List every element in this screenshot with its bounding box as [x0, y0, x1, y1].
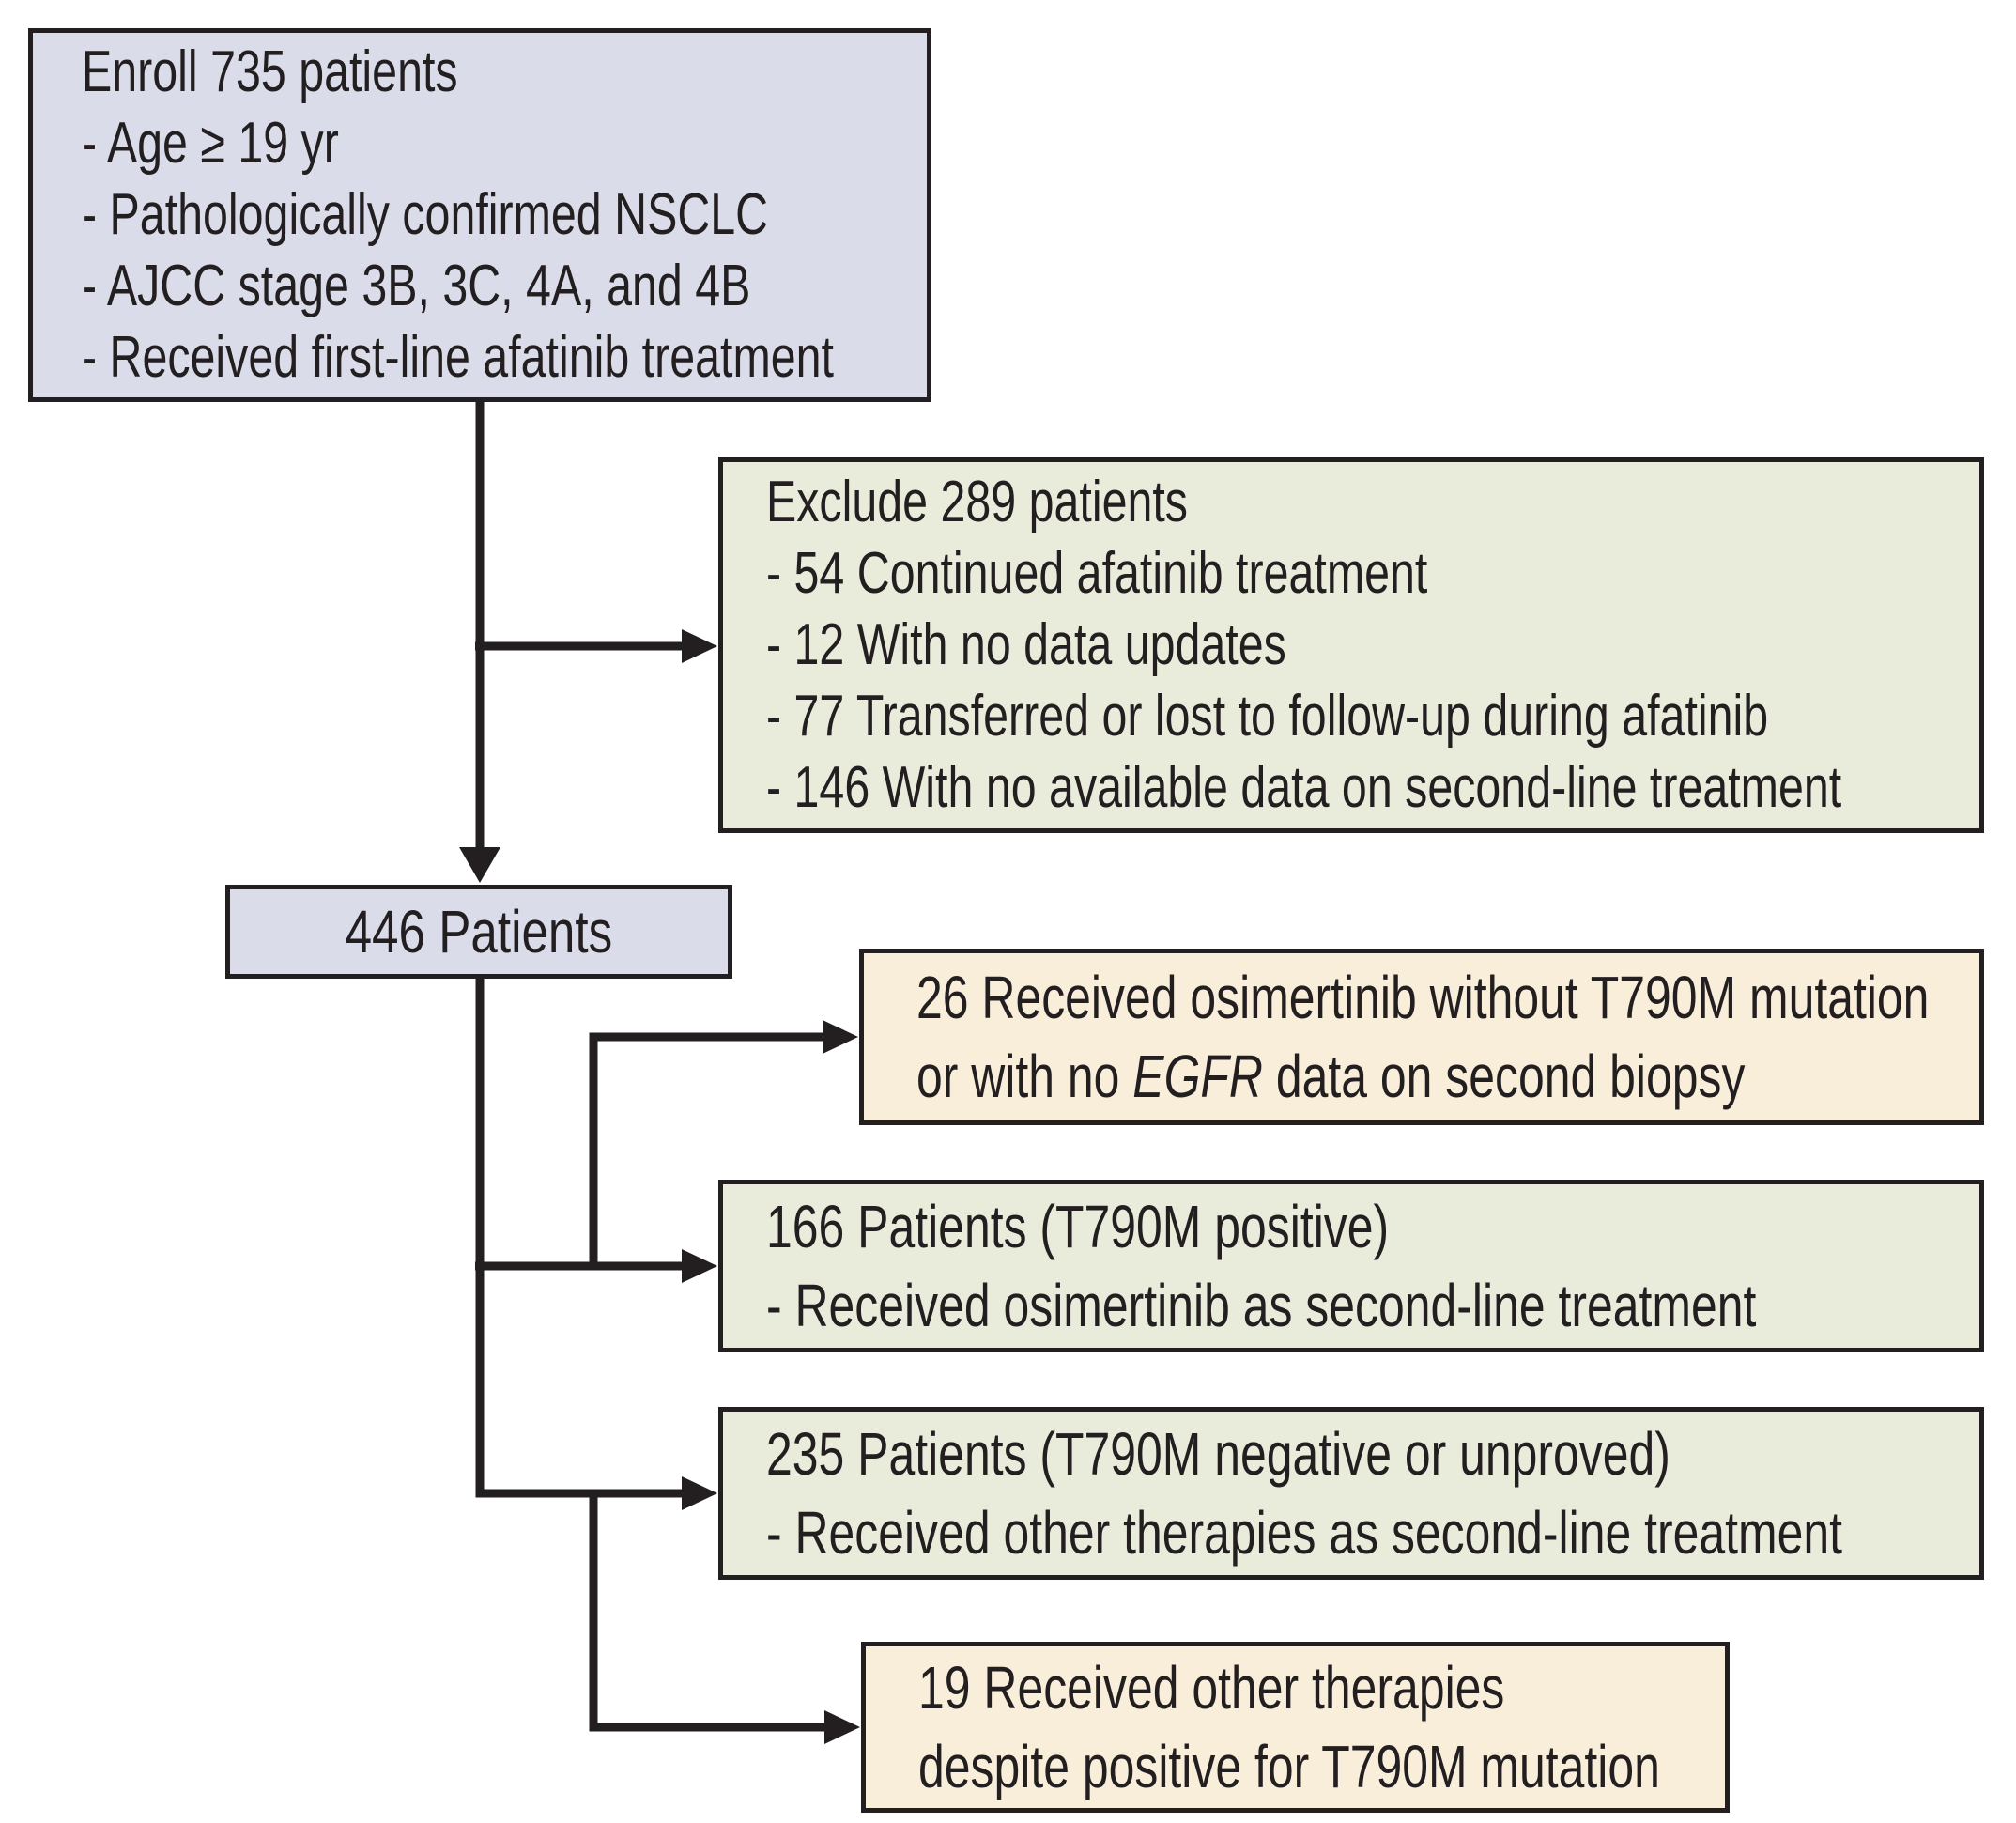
- text-line: 166 Patients (T790M positive): [766, 1193, 1390, 1260]
- arrowhead-into-166: [682, 1249, 717, 1283]
- text-line: 235 Patients (T790M negative or unproved…: [766, 1420, 1670, 1488]
- text-line: - 77 Transferred or lost to follow-up du…: [766, 684, 1769, 749]
- text-line: 26 Received osimertinib without T790M mu…: [916, 964, 1930, 1031]
- text-line: - AJCC stage 3B, 3C, 4A, and 4B: [82, 254, 751, 318]
- box-26-text: 26 Received osimertinib without T790M mu…: [916, 958, 1930, 1116]
- connector-to-26: [589, 1032, 824, 1266]
- arrowhead-into-26: [823, 1020, 858, 1054]
- text-line: or with no EGFR data on second biopsy: [916, 1037, 1746, 1116]
- text-line: - 12 With no data updates: [766, 612, 1286, 677]
- text-line: - Pathologically confirmed NSCLC: [82, 182, 769, 247]
- box-446-label: 446 Patients: [345, 898, 613, 966]
- arrowhead-into-19: [824, 1710, 860, 1744]
- text-segment: data on second biopsy: [1262, 1043, 1746, 1110]
- text-line: - 146 With no available data on second-l…: [766, 755, 1842, 820]
- text-line: - 54 Continued afatinib treatment: [766, 541, 1428, 606]
- box-446-patients: 446 Patients: [225, 885, 732, 979]
- box-166-t790m-positive: 166 Patients (T790M positive) - Received…: [718, 1180, 1984, 1352]
- gene-name-egfr: EGFR: [1132, 1043, 1263, 1110]
- box-235-text: 235 Patients (T790M negative or unproved…: [766, 1414, 1842, 1572]
- box-exclude: Exclude 289 patients - 54 Continued afat…: [718, 457, 1984, 833]
- box-235-t790m-negative: 235 Patients (T790M negative or unproved…: [718, 1407, 1984, 1580]
- arrowhead-into-446: [459, 847, 500, 883]
- text-line: Enroll 735 patients: [82, 39, 458, 104]
- text-line: despite positive for T790M mutation: [918, 1733, 1660, 1800]
- text-line: - Received other therapies as second-lin…: [766, 1499, 1842, 1567]
- text-segment: or with no: [916, 1043, 1133, 1110]
- text-line: - Received osimertinib as second-line tr…: [766, 1272, 1757, 1339]
- text-line: 19 Received other therapies: [918, 1654, 1505, 1722]
- box-exclude-text: Exclude 289 patients - 54 Continued afat…: [766, 467, 1842, 824]
- box-19-other-despite-positive: 19 Received other therapies despite posi…: [861, 1642, 1730, 1813]
- text-line: Exclude 289 patients: [766, 470, 1188, 534]
- text-line: - Age ≥ 19 yr: [82, 111, 339, 176]
- connector-to-19: [589, 1493, 826, 1732]
- arrowhead-into-235: [682, 1476, 717, 1510]
- box-enroll: Enroll 735 patients - Age ≥ 19 yr - Path…: [28, 28, 931, 402]
- box-166-text: 166 Patients (T790M positive) - Received…: [766, 1187, 1757, 1345]
- box-19-text: 19 Received other therapies despite posi…: [918, 1648, 1660, 1806]
- text-line: - Received first-line afatinib treatment: [82, 325, 834, 390]
- box-enroll-text: Enroll 735 patients - Age ≥ 19 yr - Path…: [82, 37, 834, 394]
- connector-446-to-235: [475, 979, 684, 1498]
- box-26-osimertinib-no-t790m: 26 Received osimertinib without T790M mu…: [859, 949, 1984, 1125]
- arrowhead-into-exclude: [682, 629, 717, 663]
